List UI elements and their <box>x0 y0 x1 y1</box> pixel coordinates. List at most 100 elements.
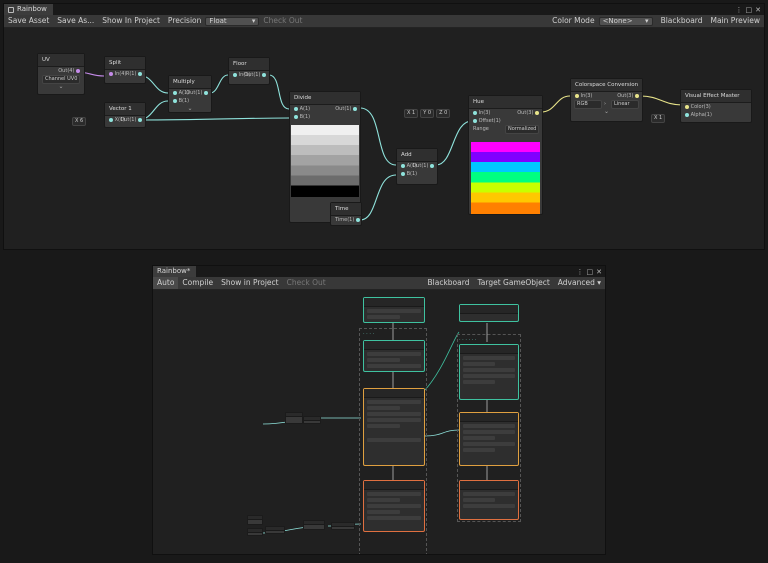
block-row[interactable] <box>463 448 495 452</box>
context-trail-initialize[interactable] <box>459 344 519 400</box>
blackboard-button[interactable]: Blackboard <box>427 278 470 287</box>
alpha-input[interactable]: X 1 <box>651 114 666 123</box>
precision-dropdown[interactable]: Float ▾ <box>205 16 260 26</box>
context-update[interactable] <box>363 388 425 466</box>
block-row[interactable] <box>463 430 515 434</box>
check-out-button[interactable]: Check Out <box>263 16 303 25</box>
port-dot[interactable] <box>355 217 360 222</box>
block-row[interactable] <box>367 352 421 356</box>
close-icon[interactable]: ✕ <box>596 267 602 276</box>
node-add[interactable]: Add A(1)Out(1) B(1) <box>396 148 438 185</box>
port-dot[interactable] <box>685 112 689 117</box>
port-dot[interactable] <box>401 171 405 176</box>
block-row[interactable] <box>463 368 515 372</box>
port-dot[interactable] <box>401 163 405 168</box>
advanced-dropdown[interactable]: Advanced ▾ <box>557 278 601 287</box>
port-dot[interactable] <box>575 93 579 98</box>
node-split[interactable]: Split In(4) R(1) <box>104 56 146 84</box>
context-spawn[interactable] <box>363 297 425 323</box>
port-dot[interactable] <box>204 90 208 95</box>
port-out[interactable]: Out(1) <box>244 71 266 79</box>
port-dot[interactable] <box>76 68 80 73</box>
more-options-icon[interactable]: ⋮ <box>576 267 584 276</box>
node-divide[interactable]: Divide A(1)Out(1) B(1) <box>289 91 361 223</box>
block-row[interactable] <box>367 516 421 520</box>
port-out[interactable]: Out(4) <box>38 67 84 75</box>
port-out[interactable]: Out(1) <box>335 105 357 113</box>
show-in-project-button[interactable]: Show in Project <box>221 278 279 287</box>
block-row[interactable] <box>463 504 515 508</box>
port-out[interactable]: Out(1) <box>186 89 208 97</box>
port-dot[interactable] <box>173 90 177 95</box>
block-row[interactable] <box>463 424 515 428</box>
context-trail-update[interactable] <box>459 412 519 466</box>
hue-in-x[interactable]: X 1 <box>404 109 419 118</box>
port-dot[interactable] <box>635 93 639 98</box>
port-dot[interactable] <box>138 117 142 122</box>
block-row[interactable] <box>367 424 400 428</box>
block-row[interactable] <box>367 309 421 313</box>
port-dot[interactable] <box>233 72 237 77</box>
port-dot[interactable] <box>138 71 142 76</box>
block-row[interactable] <box>463 362 495 366</box>
block-row[interactable] <box>463 436 495 440</box>
hue-in-y[interactable]: Y 0 <box>420 109 435 118</box>
operator-node[interactable] <box>303 416 321 424</box>
block-row[interactable] <box>367 412 421 416</box>
port-out[interactable]: Time(1) <box>331 216 361 224</box>
block-row[interactable] <box>367 400 421 404</box>
block-row[interactable] <box>367 504 421 508</box>
block-row[interactable] <box>367 315 400 319</box>
show-in-project-button[interactable]: Show In Project <box>102 16 160 25</box>
color-mode-dropdown[interactable]: <None> ▾ <box>598 16 653 26</box>
port-dot[interactable] <box>685 104 689 109</box>
operator-node[interactable] <box>265 526 285 534</box>
to-dropdown[interactable]: Linear <box>611 100 639 109</box>
block-row[interactable] <box>367 438 421 442</box>
node-floor[interactable]: Floor In(1)Out(1) <box>228 57 270 85</box>
context-output[interactable] <box>363 480 425 532</box>
block-row[interactable] <box>463 374 515 378</box>
node-uv[interactable]: UV Out(4) Channel UV0 ⌄ <box>37 53 85 95</box>
port-out[interactable]: Out(3) <box>517 109 539 117</box>
more-options-icon[interactable]: ⋮ <box>735 5 743 14</box>
chevron-down-icon[interactable]: ⌄ <box>58 83 64 90</box>
channel-dropdown[interactable]: Channel UV0 <box>42 75 81 84</box>
port-out[interactable]: R(1) <box>126 70 142 78</box>
block-row[interactable] <box>463 492 515 496</box>
operator-node[interactable] <box>247 515 263 525</box>
port-dot[interactable] <box>173 98 177 103</box>
blackboard-button[interactable]: Blackboard <box>660 16 703 25</box>
close-icon[interactable]: ✕ <box>755 5 761 14</box>
port-dot[interactable] <box>535 110 539 115</box>
port-dot[interactable] <box>294 114 298 119</box>
port-out[interactable]: Out(1) <box>412 162 434 170</box>
port-out[interactable]: Out(3) <box>617 92 639 100</box>
operator-node[interactable] <box>303 520 325 530</box>
graph-canvas[interactable]: UV Out(4) Channel UV0 ⌄ Split In(4) R(1)… <box>4 28 764 249</box>
context-gpu-event[interactable] <box>459 304 519 322</box>
node-multiply[interactable]: Multiply A(1)Out(1) B(1) ⌄ <box>168 75 212 113</box>
block-row[interactable] <box>463 380 495 384</box>
node-time[interactable]: Time Time(1) <box>330 202 362 226</box>
port-dot[interactable] <box>262 72 266 77</box>
port-dot[interactable] <box>294 106 298 111</box>
block-row[interactable] <box>367 510 400 514</box>
operator-node[interactable] <box>247 528 263 536</box>
port-dot[interactable] <box>353 106 357 111</box>
block-row[interactable] <box>463 356 515 360</box>
check-out-button[interactable]: Check Out <box>286 278 326 287</box>
block-row[interactable] <box>463 442 515 446</box>
context-trail-output[interactable] <box>459 480 519 520</box>
block-row[interactable] <box>463 498 495 502</box>
block-row[interactable] <box>367 492 421 496</box>
node-vector1[interactable]: Vector 1 X(1)Out(1) <box>104 102 146 128</box>
curve-row[interactable] <box>367 430 421 436</box>
port-dot[interactable] <box>430 163 434 168</box>
tab-rainbow-vfx[interactable]: Rainbow* <box>153 266 197 277</box>
port-dot[interactable] <box>473 110 477 115</box>
from-dropdown[interactable]: RGB <box>574 100 602 109</box>
chevron-down-icon[interactable]: ⌄ <box>603 108 610 115</box>
auto-toggle[interactable]: Auto <box>153 277 179 289</box>
